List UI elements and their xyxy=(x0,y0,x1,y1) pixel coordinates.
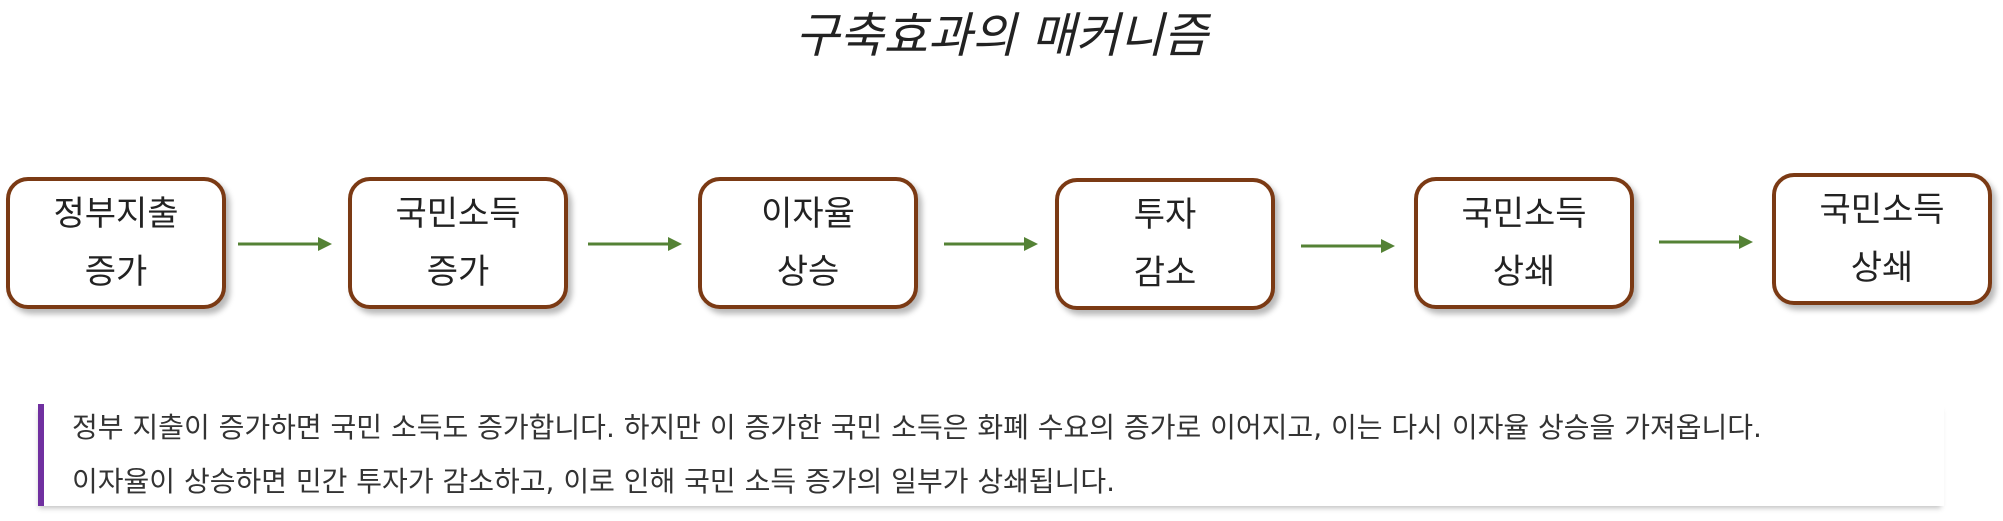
step-box-income-offset: 국민소득 상쇄 xyxy=(1414,177,1634,309)
step-label-line2: 상쇄 xyxy=(1850,248,1914,288)
arrow-right-icon xyxy=(588,237,682,251)
arrow-right-icon xyxy=(1301,239,1395,253)
description-line-2: 이자율이 상승하면 민간 투자가 감소하고, 이로 인해 국민 소득 증가의 일… xyxy=(72,465,1116,498)
step-label-line1: 정부지출 xyxy=(53,194,179,234)
arrow-right-icon xyxy=(1659,235,1753,249)
arrow-right-icon xyxy=(944,237,1038,251)
step-label-line2: 감소 xyxy=(1133,253,1197,293)
diagram-title: 구축효과의 매커니즘 xyxy=(795,8,1208,64)
description-line-1: 정부 지출이 증가하면 국민 소득도 증가합니다. 하지만 이 증가한 국민 소… xyxy=(72,411,1762,444)
step-label-line1: 국민소득 xyxy=(1819,190,1945,230)
step-label-line2: 증가 xyxy=(426,252,490,292)
step-label-line2: 상승 xyxy=(776,252,840,292)
step-box-government-spending: 정부지출 증가 xyxy=(6,177,226,309)
step-label-line2: 상쇄 xyxy=(1492,252,1556,292)
step-label-line1: 국민소득 xyxy=(395,194,521,234)
step-label-line1: 이자율 xyxy=(761,194,855,234)
step-label-line1: 투자 xyxy=(1133,195,1197,235)
step-label-line2: 증가 xyxy=(84,252,148,292)
step-box-income-increase: 국민소득 증가 xyxy=(348,177,568,309)
arrow-right-icon xyxy=(238,237,332,251)
step-label-line1: 국민소득 xyxy=(1461,194,1587,234)
step-box-investment-decrease: 투자 감소 xyxy=(1055,178,1275,310)
step-box-income-offset-final: 국민소득 상쇄 xyxy=(1772,173,1992,305)
description-quote: 정부 지출이 증가하면 국민 소득도 증가합니다. 하지만 이 증가한 국민 소… xyxy=(38,404,1944,506)
step-box-interest-rate-rise: 이자율 상승 xyxy=(698,177,918,309)
